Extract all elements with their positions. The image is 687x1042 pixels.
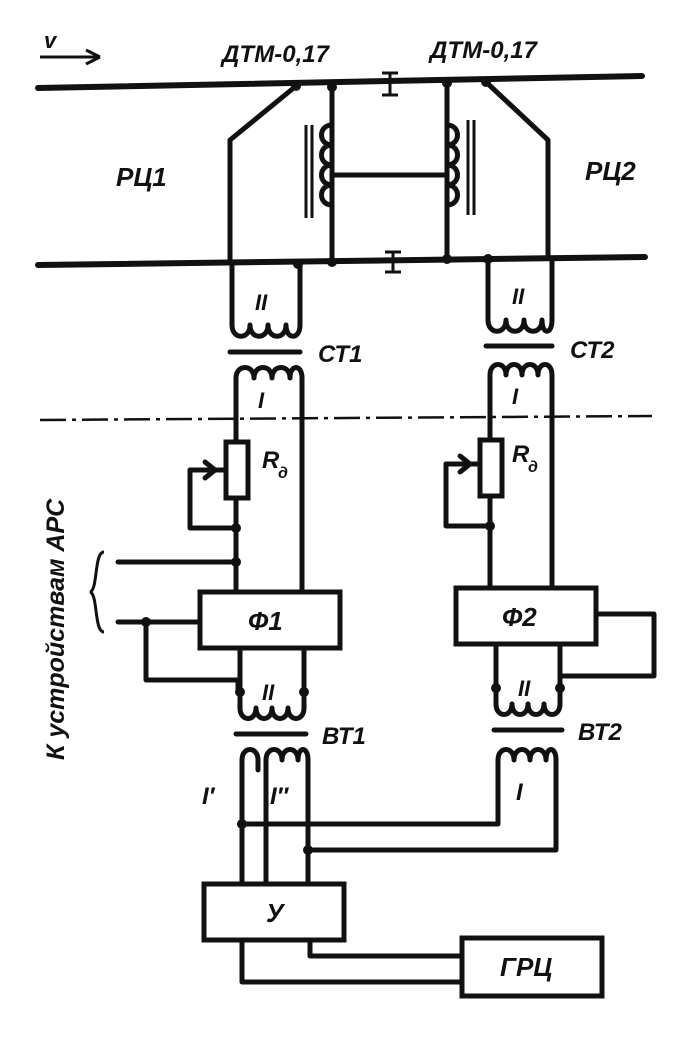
st2-transformer: II I СТ2 (483, 255, 615, 423)
st1-transformer: II I СТ1 (227, 261, 362, 423)
amplifier-label: У (266, 898, 286, 928)
resistor-left-subscript: д (278, 465, 288, 482)
amplifier-box (201, 881, 347, 943)
st1-coil-II-label: II (255, 290, 268, 315)
vt2-label: ВТ2 (578, 719, 622, 746)
resistor-left-label: R (262, 447, 280, 474)
insulating-joint-bottom (385, 250, 401, 274)
direction-arrow: v (40, 28, 101, 66)
filter-f1-label: Ф1 (248, 606, 283, 636)
resistor-left (223, 439, 251, 501)
vt1-coil-II-label: II (262, 680, 275, 705)
joint-label-left: ДТМ-0,17 (220, 41, 331, 68)
resistor-right-subscript: д (528, 459, 538, 476)
amplifier: У (201, 881, 465, 985)
right-chain: R д Ф2 II I ВТ2 (239, 417, 657, 853)
resistor-right-label: R (512, 441, 530, 468)
insulating-joint-top (382, 71, 398, 97)
vt1-coil-I-double-prime-label: I″ (270, 783, 290, 810)
vt2-coil-II-label: II (518, 676, 531, 701)
vt1-coil-I-prime-label: I′ (202, 783, 216, 810)
left-chain: R д Ф1 II I′ I″ ВТ1 (115, 417, 366, 887)
rails (35, 71, 648, 274)
generator-box (459, 935, 605, 999)
resistor-right (477, 437, 505, 499)
vt1-label: ВТ1 (322, 723, 366, 750)
st2-label: СТ2 (570, 337, 615, 364)
filter-f1-box (197, 589, 343, 651)
st2-coil-I-label: I (512, 384, 519, 409)
filter-f2-label: Ф2 (502, 602, 537, 632)
generator: ГРЦ (459, 935, 605, 999)
right-rail-leads (481, 77, 551, 264)
direction-label: v (44, 28, 58, 53)
ars-brace: К устройствам АРС (42, 498, 105, 760)
st1-coil-I-label: I (258, 388, 265, 413)
generator-label: ГРЦ (500, 952, 552, 982)
joint-label-right: ДТМ-0,17 (428, 37, 539, 64)
st2-coil-II-label: II (512, 284, 525, 309)
choke-transformers (304, 78, 476, 267)
circuit-label-right: РЦ2 (585, 156, 636, 186)
st1-label: СТ1 (318, 341, 362, 368)
ars-label: К устройствам АРС (42, 498, 70, 760)
left-rail-leads (227, 81, 303, 269)
top-rail (35, 73, 645, 91)
separator-line (39, 414, 653, 422)
circuit-label-left: РЦ1 (116, 162, 167, 192)
bottom-rail (35, 254, 648, 268)
vt2-coil-I-label: I (516, 779, 524, 806)
filter-f2-box (453, 585, 599, 647)
